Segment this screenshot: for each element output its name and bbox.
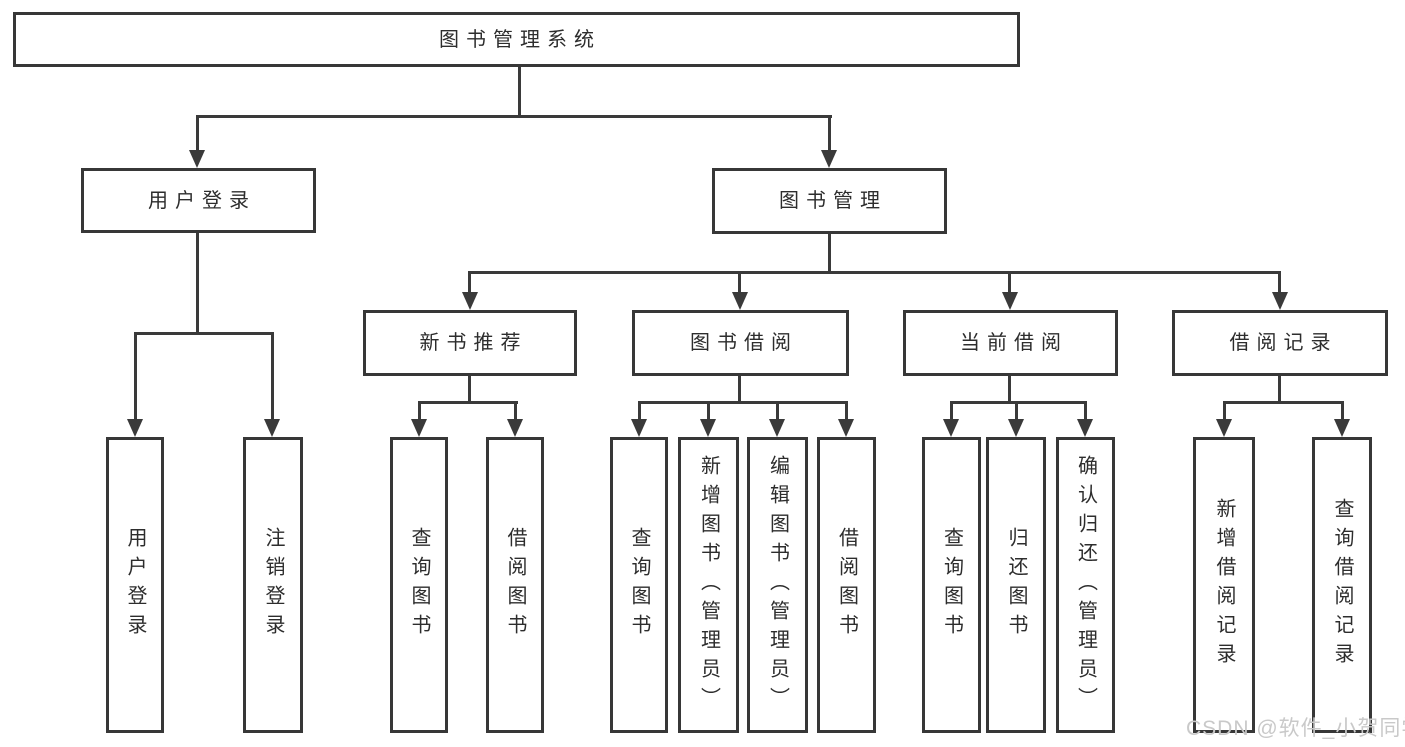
node-new-book-recommend: 新书推荐 [363, 310, 577, 376]
connector-line [776, 402, 779, 420]
connector-line [468, 273, 471, 294]
arrowhead-icon [1002, 292, 1018, 310]
leaf-recommend-query-books-label: 查询图书 [408, 527, 430, 643]
connector-line [271, 333, 274, 419]
leaf-return-books: 归还图书 [986, 437, 1046, 733]
connector-line [738, 376, 741, 404]
leaf-logout: 注销登录 [243, 437, 303, 733]
connector-line [638, 401, 848, 404]
node-borrow-records: 借阅记录 [1172, 310, 1388, 376]
leaf-current-query-books-label: 查询图书 [940, 527, 963, 643]
arrowhead-icon [507, 419, 523, 437]
leaf-confirm-return-admin: 确认归还（管理员） [1056, 437, 1115, 733]
leaf-add-borrow-record: 新增借阅记录 [1193, 437, 1255, 733]
leaf-query-borrow-record-label: 查询借阅记录 [1331, 498, 1353, 672]
arrowhead-icon [264, 419, 280, 437]
arrowhead-icon [1334, 419, 1350, 437]
node-user-login-label: 用户登录 [148, 189, 256, 212]
connector-line [638, 402, 641, 420]
arrowhead-icon [769, 419, 785, 437]
connector-line [1223, 401, 1344, 404]
connector-line [468, 376, 471, 404]
leaf-add-borrow-record-label: 新增借阅记录 [1213, 498, 1235, 672]
leaf-borrow-books-label: 借阅图书 [835, 527, 858, 643]
leaf-user-login-label: 用户登录 [124, 527, 146, 643]
connector-line [950, 402, 953, 420]
arrowhead-icon [1272, 292, 1288, 310]
arrowhead-icon [1216, 419, 1232, 437]
leaf-recommend-borrow-books-label: 借阅图书 [504, 527, 526, 643]
connector-line [738, 273, 741, 294]
node-book-borrow: 图书借阅 [632, 310, 849, 376]
leaf-edit-books-admin-label: 编辑图书（管理员） [766, 454, 789, 716]
connector-line [1084, 402, 1087, 420]
arrowhead-icon [411, 419, 427, 437]
connector-line [1015, 402, 1018, 420]
arrowhead-icon [189, 150, 205, 168]
leaf-add-books-admin-label: 新增图书（管理员） [697, 454, 720, 716]
connector-line [134, 332, 274, 335]
connector-line [468, 271, 1281, 274]
node-new-book-recommend-label: 新书推荐 [419, 332, 528, 354]
connector-line [196, 115, 832, 118]
node-user-login: 用户登录 [81, 168, 316, 233]
connector-line [1278, 376, 1281, 404]
connector-line [845, 402, 848, 420]
arrowhead-icon [1077, 419, 1093, 437]
connector-line [1008, 273, 1011, 294]
leaf-current-query-books: 查询图书 [922, 437, 981, 733]
arrowhead-icon [943, 419, 959, 437]
arrowhead-icon [127, 419, 143, 437]
node-book-management: 图书管理 [712, 168, 947, 234]
arrowhead-icon [838, 419, 854, 437]
leaf-confirm-return-admin-label: 确认归还（管理员） [1074, 454, 1097, 716]
node-system: 图书管理系统 [13, 12, 1020, 67]
connector-line [950, 401, 1087, 404]
connector-line [1008, 376, 1011, 404]
arrowhead-icon [700, 419, 716, 437]
leaf-borrow-books: 借阅图书 [817, 437, 876, 733]
connector-line [828, 117, 831, 151]
arrowhead-icon [821, 150, 837, 168]
connector-line [1278, 273, 1281, 294]
connector-line [514, 402, 517, 420]
connector-line [518, 67, 521, 118]
leaf-edit-books-admin: 编辑图书（管理员） [747, 437, 808, 733]
arrowhead-icon [732, 292, 748, 310]
node-current-borrow-label: 当前借阅 [960, 332, 1068, 354]
leaf-user-login: 用户登录 [106, 437, 164, 733]
node-current-borrow: 当前借阅 [903, 310, 1118, 376]
arrowhead-icon [462, 292, 478, 310]
node-system-label: 图书管理系统 [439, 28, 601, 51]
leaf-recommend-query-books: 查询图书 [390, 437, 448, 733]
node-borrow-records-label: 借阅记录 [1229, 332, 1338, 354]
connector-line [828, 234, 831, 274]
leaf-logout-label: 注销登录 [262, 527, 284, 643]
connector-line [707, 402, 710, 420]
node-book-management-label: 图书管理 [779, 190, 887, 212]
connector-line [196, 117, 199, 151]
connector-line [134, 333, 137, 419]
leaf-recommend-borrow-books: 借阅图书 [486, 437, 544, 733]
connector-line [196, 233, 199, 335]
leaf-query-borrow-record: 查询借阅记录 [1312, 437, 1372, 733]
leaf-borrow-query-books: 查询图书 [610, 437, 668, 733]
leaf-add-books-admin: 新增图书（管理员） [678, 437, 739, 733]
leaf-return-books-label: 归还图书 [1005, 527, 1027, 643]
leaf-borrow-query-books-label: 查询图书 [628, 527, 650, 643]
connector-line [1223, 402, 1226, 420]
arrowhead-icon [1008, 419, 1024, 437]
connector-line [418, 401, 518, 404]
connector-line [1341, 402, 1344, 420]
arrowhead-icon [631, 419, 647, 437]
connector-line [418, 402, 421, 420]
node-book-borrow-label: 图书借阅 [690, 332, 798, 354]
csdn-watermark: CSDN @软件_小贺同学 [1186, 717, 1405, 740]
